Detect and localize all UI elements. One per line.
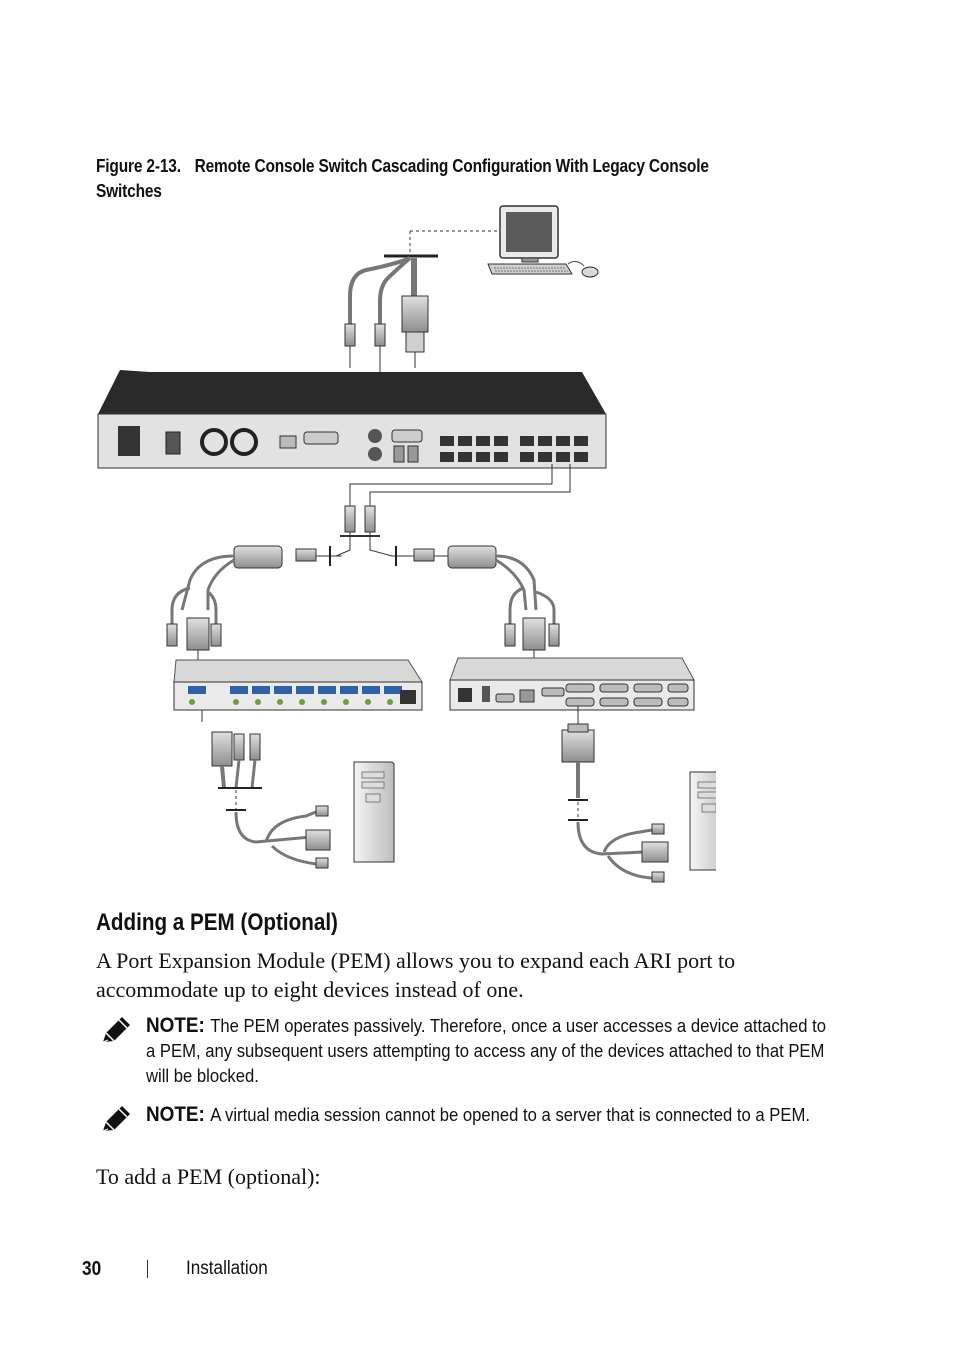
remote-console-switch bbox=[97, 370, 607, 469]
footer-divider bbox=[147, 1260, 148, 1278]
footer-section-name: Installation bbox=[186, 1258, 268, 1279]
mouse-icon bbox=[567, 260, 599, 278]
note-label: NOTE: bbox=[146, 1014, 205, 1037]
left-server-cable bbox=[211, 731, 331, 869]
right-server-cable bbox=[561, 723, 669, 883]
note-body: The PEM operates passively. Therefore, o… bbox=[146, 1015, 826, 1086]
page-number: 30 bbox=[82, 1258, 102, 1280]
figure-label: Figure 2-13. bbox=[96, 156, 181, 176]
keyboard-icon bbox=[487, 263, 573, 275]
cascading-configuration-figure bbox=[96, 200, 716, 890]
legacy-console-switch-left bbox=[173, 659, 423, 722]
ari-cables bbox=[335, 464, 571, 557]
server-tower-left-icon bbox=[353, 761, 395, 863]
left-adapter bbox=[166, 545, 342, 674]
legacy-console-switch-right bbox=[449, 657, 695, 726]
note-label: NOTE: bbox=[146, 1103, 205, 1126]
note-text: NOTE:A virtual media session cannot be o… bbox=[146, 1102, 835, 1127]
pencil-note-icon bbox=[102, 1106, 130, 1132]
note-body: A virtual media session cannot be opened… bbox=[210, 1104, 810, 1125]
figure-caption: Figure 2-13.Remote Console Switch Cascad… bbox=[96, 154, 732, 204]
intro-paragraph: A Port Expansion Module (PEM) allows you… bbox=[96, 948, 736, 1002]
section-heading: Adding a PEM (Optional) bbox=[96, 909, 338, 936]
steps-lead-paragraph: To add a PEM (optional): bbox=[96, 1164, 321, 1189]
figure-title: Remote Console Switch Cascading Configur… bbox=[96, 156, 713, 201]
pencil-note-icon bbox=[102, 1017, 130, 1043]
monitor-icon bbox=[499, 205, 559, 263]
server-tower-right-icon bbox=[689, 771, 716, 871]
note-text: NOTE:The PEM operates passively. Therefo… bbox=[146, 1013, 835, 1088]
right-adapter bbox=[392, 545, 560, 674]
